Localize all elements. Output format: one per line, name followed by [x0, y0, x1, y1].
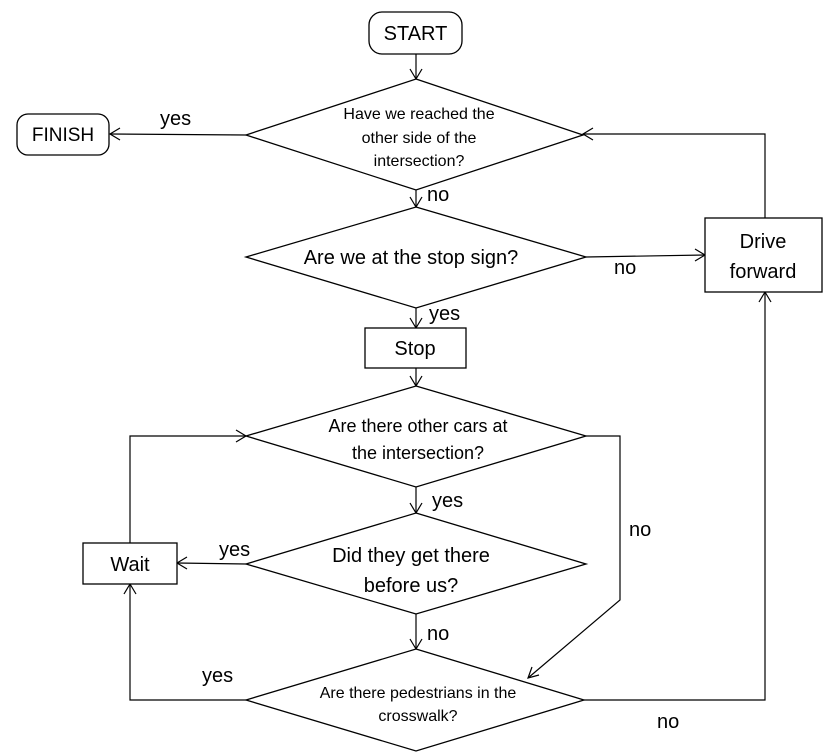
edge-label-pedestrians-no: no: [657, 711, 679, 733]
edge-wait-to-othercars: [129, 435, 246, 543]
decision-shape: [243, 206, 589, 309]
edge-theyfirst-to-wait: [176, 562, 247, 565]
decision-shape: [243, 385, 589, 488]
process-shape: [82, 542, 178, 585]
edge-label-theyfirst-no: no: [427, 623, 449, 645]
decision-shape: [243, 512, 589, 615]
edge-label-stopsign-yes: yes: [429, 303, 460, 325]
node-label: Stop: [394, 338, 435, 360]
edge-stopsign-to-drive: [585, 254, 706, 258]
edge-pedestrians-to-wait: [129, 584, 246, 701]
edge-label-theyfirst-yes: yes: [219, 539, 250, 561]
node-label: Are we at the stop sign?: [304, 247, 519, 269]
edge-othercars-to-pedestrians: [527, 435, 621, 679]
terminator-shape: [368, 11, 463, 55]
node-drive: Drive forward: [704, 217, 823, 293]
node-label-line: Did they get there: [332, 545, 490, 567]
node-othercars: Are there other cars at the intersection…: [243, 385, 589, 488]
edge-pedestrians-to-drive: [584, 292, 766, 701]
node-label-line: Are there other cars at: [328, 416, 507, 436]
edge-label-othercars-yes: yes: [432, 490, 463, 512]
edges: [108, 54, 772, 701]
node-theyfirst: Did they get there before us?: [243, 512, 589, 615]
node-label-line: the intersection?: [352, 443, 484, 463]
node-label: Wait: [110, 554, 150, 576]
node-label-line: Have we reached the: [343, 106, 494, 123]
arrowhead: [527, 666, 540, 679]
edge-label-reached-no: no: [427, 184, 449, 206]
decision-shape: [243, 78, 586, 191]
node-label-line: Drive: [740, 231, 787, 253]
node-label-line: forward: [730, 261, 797, 283]
edge-label-pedestrians-yes: yes: [202, 665, 233, 687]
node-finish: FINISH: [16, 113, 110, 156]
edge-label-reached-yes: yes: [160, 108, 191, 130]
node-label-line: other side of the: [362, 130, 477, 147]
process-shape: [364, 327, 467, 369]
node-start: START: [368, 11, 463, 55]
node-label-line: before us?: [364, 575, 459, 597]
node-label: START: [384, 23, 448, 45]
node-label: FINISH: [32, 125, 94, 146]
terminator-shape: [16, 113, 110, 156]
edge-drive-to-reached: [583, 133, 766, 218]
edge-label-stopsign-no: no: [614, 257, 636, 279]
edge-labels: yes no no yes yes no yes no yes no: [160, 108, 679, 733]
node-stop: Stop: [364, 327, 467, 369]
process-shape: [704, 217, 823, 293]
node-wait: Wait: [82, 542, 178, 585]
edge-label-othercars-no: no: [629, 519, 651, 541]
node-stopsign: Are we at the stop sign?: [243, 206, 589, 309]
node-label-line: crosswalk?: [378, 708, 457, 725]
node-reached: Have we reached the other side of the in…: [243, 78, 586, 191]
node-label-line: Are there pedestrians in the: [320, 685, 517, 702]
arrowhead: [108, 127, 121, 141]
decision-shape: [243, 648, 587, 752]
node-label-line: intersection?: [374, 153, 465, 170]
node-pedestrians: Are there pedestrians in the crosswalk?: [243, 648, 587, 752]
edge-reached-to-finish: [109, 133, 247, 136]
arrowhead: [581, 127, 594, 141]
